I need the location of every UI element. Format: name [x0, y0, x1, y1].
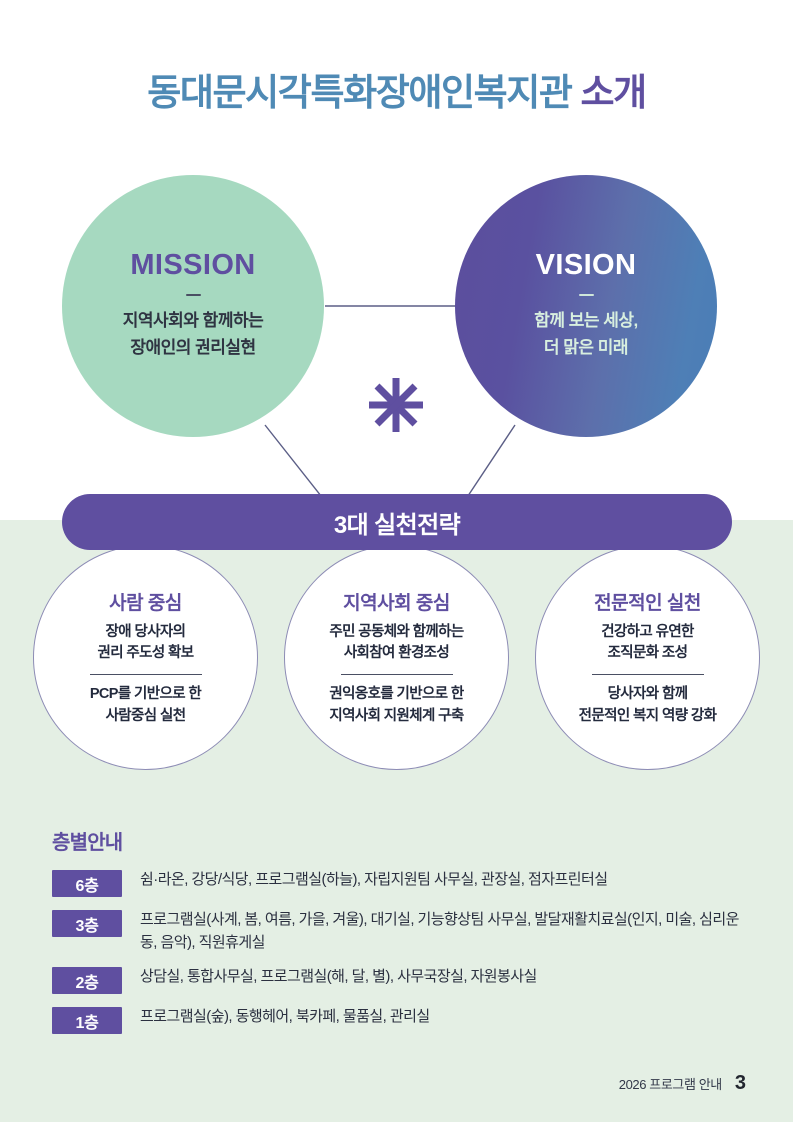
strategy-banner-label: 3대 실천전략: [333, 511, 461, 539]
floor-badge-3: 3층: [52, 910, 122, 937]
page-title: 동대문시각특화장애인복지관 소개: [0, 74, 793, 111]
floor-badge-2: 2층: [52, 967, 122, 994]
vision-divider: [578, 294, 594, 297]
strategy-2-bottom-line-1: 권익옹호를 기반으로 한: [329, 686, 464, 702]
strategy-2-divider: [340, 674, 453, 675]
floor-desc-3: 프로그램실(사계, 봄, 여름, 가을, 겨울), 대기실, 기능향상팀 사무실…: [140, 911, 739, 951]
strategy-circle-3: 전문적인 실천 건강하고 유연한 조직문화 조성 당사자와 함께 전문적인 복지…: [535, 545, 760, 770]
floor-row: 6층 쉼·라온, 강당/식당, 프로그램실(하늘), 자립지원팀 사무실, 관장…: [52, 869, 752, 897]
strategy-2-title: 지역사회 중심: [343, 592, 450, 614]
floor-badge-6: 6층: [52, 870, 122, 897]
vision-line-1: 함께 보는 세상,: [534, 311, 638, 331]
strategy-3-title: 전문적인 실천: [594, 592, 701, 614]
mission-vision-diagram: MISSION 지역사회와 함께하는 장애인의 권리실현 VISION 함께 보…: [0, 160, 793, 560]
vision-line-2: 더 맑은 미래: [543, 337, 629, 357]
floor-row: 2층 상담실, 통합사무실, 프로그램실(해, 달, 별), 사무국장실, 자원…: [52, 966, 752, 994]
floor-desc-6: 쉼·라온, 강당/식당, 프로그램실(하늘), 자립지원팀 사무실, 관장실, …: [140, 871, 608, 888]
strategy-circles: 사람 중심 장애 당사자의 권리 주도성 확보 PCP를 기반으로 한 사람중심…: [0, 545, 793, 800]
strategy-2-bottom-line-2: 지역사회 지원체계 구축: [329, 707, 464, 724]
strategy-1-top-line-1: 장애 당사자의: [105, 623, 186, 640]
mission-line-2: 장애인의 권리실현: [130, 337, 256, 357]
floor-row: 3층 프로그램실(사계, 봄, 여름, 가을, 겨울), 대기실, 기능향상팀 …: [52, 909, 752, 954]
mission-heading: MISSION: [130, 249, 256, 282]
strategy-banner: 3대 실천전략: [62, 494, 732, 550]
footer-label: 2026 프로그램 안내: [618, 1077, 723, 1092]
strategy-1-top-line-2: 권리 주도성 확보: [97, 645, 194, 662]
strategy-3-bottom-line-1: 당사자와 함께: [607, 686, 688, 702]
strategy-3-top-line-2: 조직문화 조성: [607, 645, 688, 662]
strategy-1-title: 사람 중심: [109, 592, 182, 614]
mission-line-1: 지역사회와 함께하는: [122, 311, 264, 331]
strategy-3-top-line-1: 건강하고 유연한: [601, 623, 694, 640]
strategy-1-bottom-line-1: PCP를 기반으로 한: [89, 686, 202, 702]
strategy-2-top-line-2: 사회참여 환경조성: [343, 645, 450, 662]
page-footer: 2026 프로그램 안내 3: [619, 1072, 746, 1095]
vision-circle: VISION 함께 보는 세상, 더 맑은 미래: [455, 175, 717, 437]
strategy-1-bottom-line-2: 사람중심 실천: [105, 707, 186, 724]
strategy-2-top-line-1: 주민 공동체와 함께하는: [329, 623, 464, 640]
strategy-1-divider: [89, 674, 202, 675]
floor-desc-2: 상담실, 통합사무실, 프로그램실(해, 달, 별), 사무국장실, 자원봉사실: [140, 968, 537, 985]
vision-heading: VISION: [535, 249, 637, 282]
strategy-3-bottom-line-2: 전문적인 복지 역량 강화: [578, 707, 717, 724]
footer-page-number: 3: [734, 1072, 746, 1094]
strategy-circle-2: 지역사회 중심 주민 공동체와 함께하는 사회참여 환경조성 권익옹호를 기반으…: [284, 545, 509, 770]
asterisk-icon: [369, 378, 423, 432]
floor-desc-1: 프로그램실(숲), 동행헤어, 북카페, 물품실, 관리실: [140, 1008, 430, 1025]
page-title-sub: 소개: [580, 72, 647, 113]
floor-row: 1층 프로그램실(숲), 동행헤어, 북카페, 물품실, 관리실: [52, 1006, 752, 1034]
floor-guide-title: 층별안내: [52, 832, 123, 854]
mission-circle: MISSION 지역사회와 함께하는 장애인의 권리실현: [62, 175, 324, 437]
floor-guide: 층별안내 6층 쉼·라온, 강당/식당, 프로그램실(하늘), 자립지원팀 사무…: [52, 826, 752, 1046]
page-title-main: 동대문시각특화장애인복지관: [147, 72, 573, 113]
mission-divider: [185, 294, 201, 297]
strategy-circle-1: 사람 중심 장애 당사자의 권리 주도성 확보 PCP를 기반으로 한 사람중심…: [33, 545, 258, 770]
floor-badge-1: 1층: [52, 1007, 122, 1034]
strategy-3-divider: [591, 674, 704, 675]
